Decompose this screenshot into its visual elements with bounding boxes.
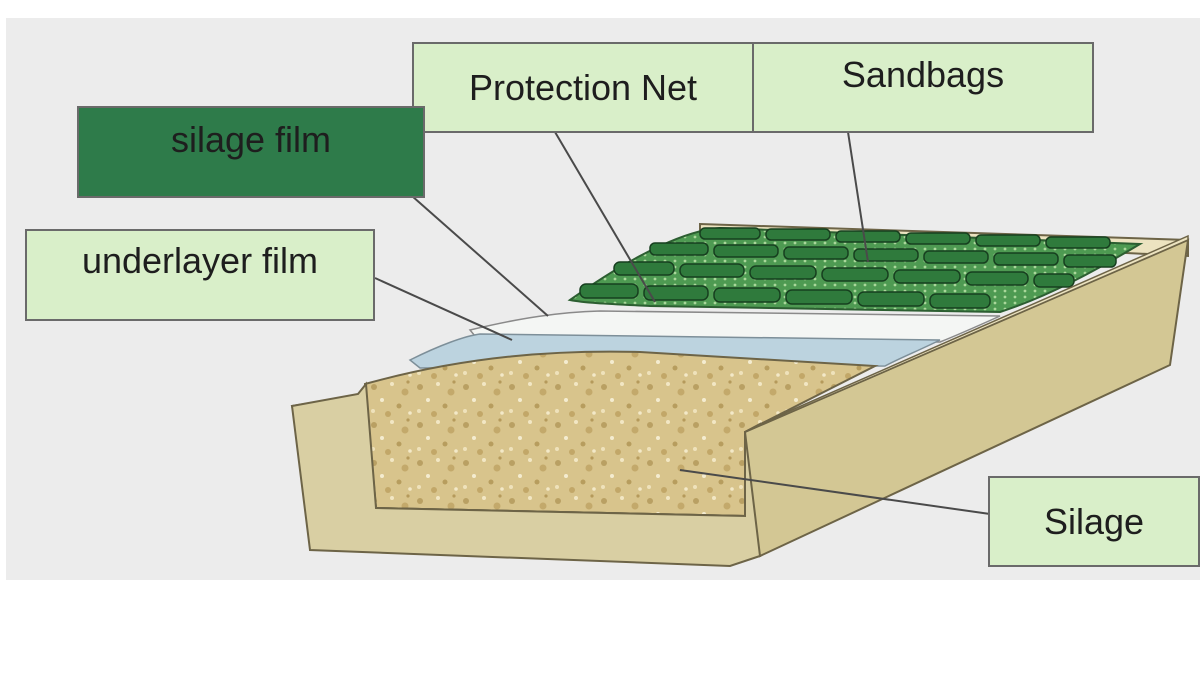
label-sandbags: Sandbags — [752, 42, 1094, 133]
sandbag-row-1 — [579, 283, 991, 309]
label-silage-film: silage film — [77, 106, 425, 198]
sandbag-row-4 — [699, 227, 1111, 249]
leader-sandbags — [847, 131, 869, 263]
silage-mass — [363, 350, 879, 518]
leader-underlayer-film — [374, 277, 513, 341]
sandbag-row-2 — [613, 261, 1075, 288]
label-protection-net: Protection Net — [412, 42, 754, 133]
leader-protection-net — [554, 131, 656, 303]
label-underlayer-film: underlayer film — [25, 229, 375, 321]
label-sandbags-text: Sandbags — [841, 54, 1005, 95]
label-silage-film-text: silage film — [170, 119, 332, 160]
label-underlayer-film-text: underlayer film — [81, 240, 319, 281]
silage-film-layer — [468, 310, 1001, 343]
leader-silage-film — [411, 195, 549, 317]
label-silage: Silage — [988, 476, 1200, 567]
leader-silage — [679, 469, 991, 515]
bunker-right-wall-top — [744, 234, 1189, 433]
label-protection-net-text: Protection Net — [468, 66, 698, 108]
label-silage-text: Silage — [1043, 500, 1145, 542]
sandbag-row-3 — [649, 242, 1117, 268]
sandbag-rows — [579, 227, 1117, 309]
